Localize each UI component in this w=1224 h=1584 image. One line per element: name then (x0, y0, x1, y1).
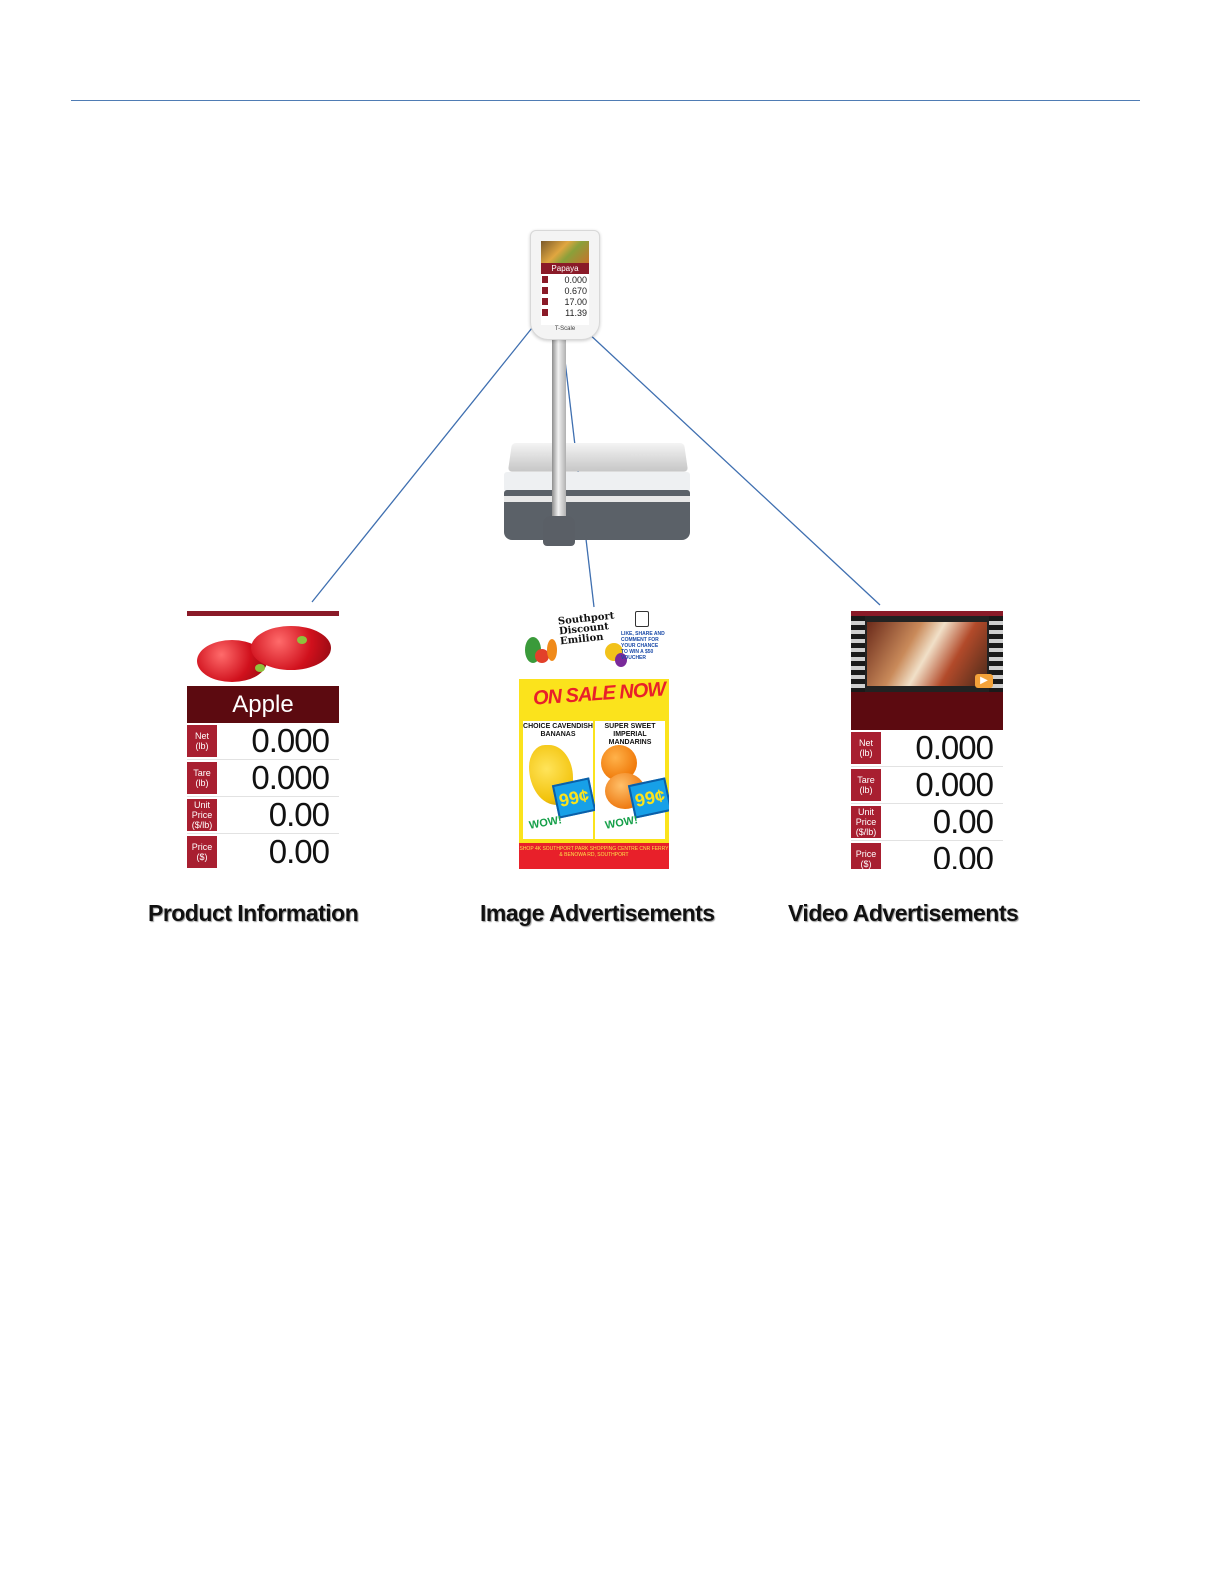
scale-screen: Papaya 0.000 0.670 17.00 11.39 (541, 241, 589, 325)
price-value: 0.00 (933, 841, 993, 869)
row-price: Price($) 0.00 (187, 834, 339, 869)
flyer-promo-text: LIKE, SHARE AND COMMENT FOR YOUR CHANCE … (621, 631, 665, 661)
row-unit-price: Unit Price($/lb) 0.00 (187, 797, 339, 834)
video-advertisements-panel: ▶ Net(lb) 0.000 Tare(lb) 0.000 Unit Pric… (851, 611, 1003, 869)
product-information-panel: Apple Net(lb) 0.000 Tare(lb) 0.000 Unit … (187, 611, 339, 869)
retail-scale: Papaya 0.000 0.670 17.00 11.39 T-Scale (500, 228, 700, 558)
scale-row-net: 0.000 (541, 274, 589, 285)
deal-bananas: CHOICE CAVENDISH BANANAS 99¢ WOW! (523, 721, 593, 839)
product-name: Apple (187, 686, 339, 723)
row-net: Net(lb) 0.000 (187, 723, 339, 760)
net-value: 0.000 (251, 723, 329, 759)
image-advertisement-flyer: Southport Discount Emilion LIKE, SHARE A… (519, 609, 669, 869)
unit-price-value: 0.00 (269, 797, 329, 833)
flyer-header: Southport Discount Emilion LIKE, SHARE A… (519, 609, 669, 679)
scale-product-name: Papaya (541, 263, 589, 274)
video-frame-image (867, 622, 987, 686)
row-unit-price: Unit Price($/lb) 0.00 (851, 804, 1003, 841)
video-player[interactable]: ▶ (851, 616, 1003, 692)
caption-video-advertisements: Video Advertisements (788, 900, 1018, 927)
thumbs-up-icon (635, 611, 649, 627)
scale-display-head: Papaya 0.000 0.670 17.00 11.39 T-Scale (530, 230, 600, 340)
video-product-name-bar (851, 692, 1003, 730)
scale-body-stripe (504, 496, 690, 502)
scale-row-price: 11.39 (541, 307, 589, 318)
play-icon[interactable]: ▶ (975, 674, 993, 688)
tare-value: 0.000 (915, 767, 993, 803)
header-rule (71, 100, 1140, 101)
scale-row-tare: 0.670 (541, 285, 589, 296)
flyer-deals: CHOICE CAVENDISH BANANAS 99¢ WOW! SUPER … (519, 717, 669, 843)
caption-image-advertisements: Image Advertisements (480, 900, 715, 927)
row-price: Price($) 0.00 (851, 841, 1003, 869)
row-tare: Tare(lb) 0.000 (851, 767, 1003, 804)
flyer-banner: ON SALE NOW (519, 679, 669, 717)
scale-brand: T-Scale (531, 326, 599, 332)
price-value: 0.00 (269, 834, 329, 869)
row-tare: Tare(lb) 0.000 (187, 760, 339, 797)
flyer-footer: SHOP 4K SOUTHPORT PARK SHOPPING CENTRE C… (519, 843, 669, 869)
scale-pole-base (543, 516, 575, 546)
scale-platform (508, 443, 688, 472)
scale-pole (552, 336, 566, 526)
net-value: 0.000 (915, 730, 993, 766)
row-net: Net(lb) 0.000 (851, 730, 1003, 767)
scale-product-image (541, 241, 589, 263)
scale-row-unit-price: 17.00 (541, 296, 589, 307)
deal-mandarins: SUPER SWEET IMPERIAL MANDARINS 99¢ WOW! (595, 721, 665, 839)
tare-value: 0.000 (251, 760, 329, 796)
unit-price-value: 0.00 (933, 804, 993, 840)
caption-product-information: Product Information (148, 900, 358, 927)
scale-body-top (504, 472, 690, 492)
flyer-brand: Southport Discount Emilion (558, 613, 607, 648)
product-image (187, 616, 339, 686)
